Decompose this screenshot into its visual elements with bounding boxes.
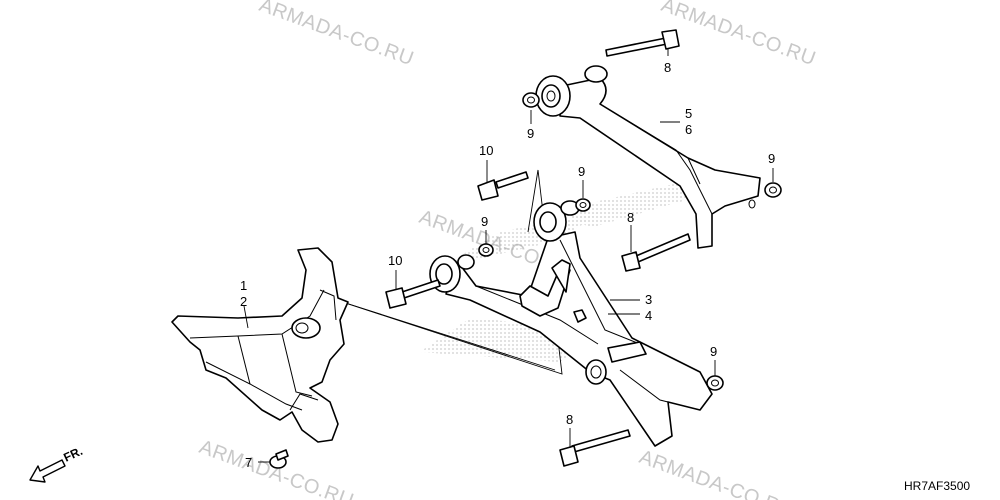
bolt-10-lower <box>385 279 441 309</box>
callout-4: 4 <box>645 308 652 323</box>
leader-lines <box>243 48 774 463</box>
callout-9-upper-arm-rear: 9 <box>768 151 775 166</box>
nuts-9 <box>478 92 782 391</box>
front-direction-indicator: FR. <box>29 444 85 483</box>
callout-8-bottom: 8 <box>566 412 573 427</box>
nut-9-upper-arm-front <box>522 92 540 108</box>
lower-arm <box>429 200 713 447</box>
bolt-8-bottom <box>559 429 631 467</box>
callout-7: 7 <box>245 455 252 470</box>
nut-bracket <box>573 309 587 323</box>
upper-arm <box>535 65 761 249</box>
nut-9-lower-arm-front <box>478 243 494 257</box>
callout-6: 6 <box>685 122 692 137</box>
callout-3: 3 <box>645 292 652 307</box>
callout-10-upper: 10 <box>479 143 493 158</box>
diagram-code: HR7AF3500 <box>904 479 970 493</box>
bolt-10-upper <box>477 171 529 201</box>
watermark-top-right: ARMADA-CO.RU <box>658 0 818 70</box>
nut-9-lower-arm-upper <box>575 198 591 212</box>
skid-guard <box>171 247 349 443</box>
callout-5: 5 <box>685 106 692 121</box>
callout-8-middle: 8 <box>627 210 634 225</box>
callout-9-lower-arm-front: 9 <box>481 214 488 229</box>
callout-9-upper-arm-front: 9 <box>527 126 534 141</box>
callout-2: 2 <box>240 294 247 309</box>
nut-9-lower-arm-rear <box>706 375 724 391</box>
bolt-8-top <box>605 29 680 57</box>
callouts: 1 2 3 4 5 6 7 8 8 8 9 9 9 9 9 10 10 <box>240 60 775 470</box>
front-arrow-icon <box>29 459 66 483</box>
front-label: FR. <box>61 444 84 465</box>
callout-9-lower-arm-rear: 9 <box>710 344 717 359</box>
bolt-8-middle <box>621 233 691 272</box>
callout-9-lower-arm-upper: 9 <box>578 164 585 179</box>
callout-10-lower: 10 <box>388 253 402 268</box>
callout-1: 1 <box>240 278 247 293</box>
nut-9-upper-arm-rear <box>764 182 782 198</box>
callout-8-top: 8 <box>664 60 671 75</box>
bolt-7 <box>269 449 289 469</box>
watermark-top-left: ARMADA-CO.RU <box>256 0 416 70</box>
watermark-bottom-right: ARMADA-CO.RU <box>636 446 796 500</box>
